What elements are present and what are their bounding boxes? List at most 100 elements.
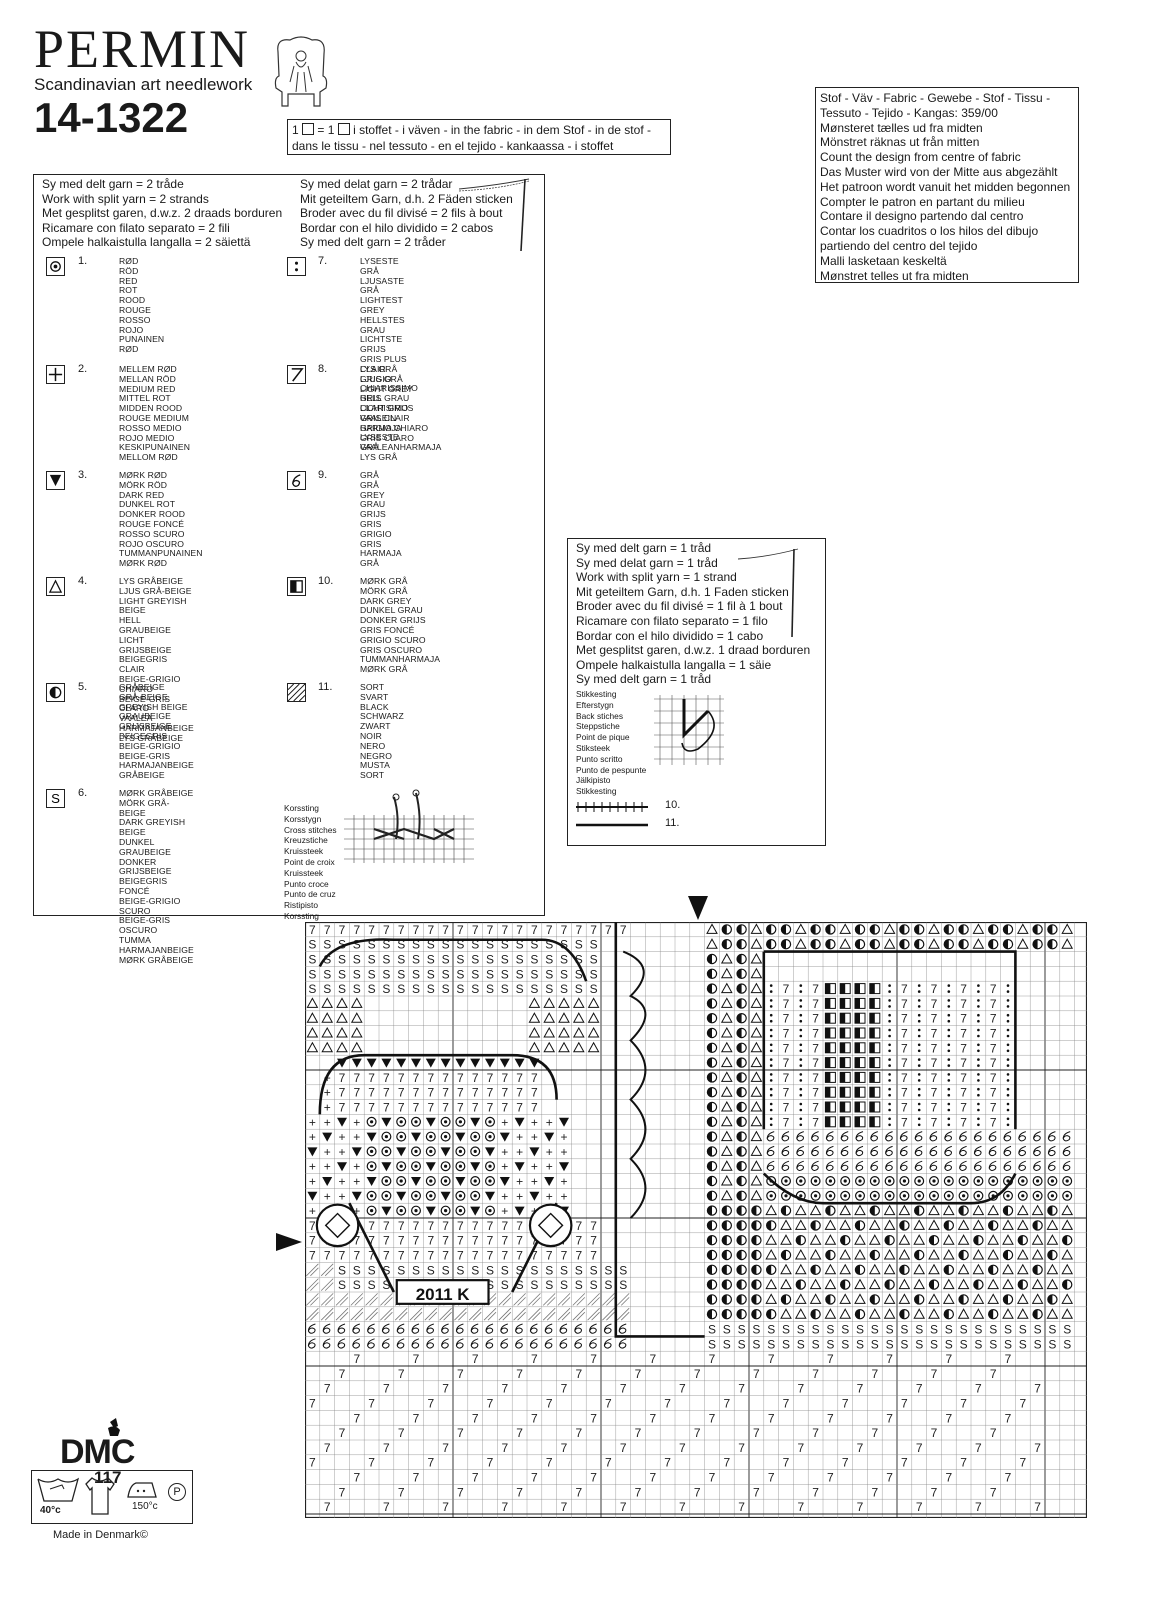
stitch-symbol — [794, 923, 807, 934]
stitch-symbol: 7 — [753, 1367, 760, 1381]
stitch-symbol — [987, 1204, 1000, 1216]
stitch-symbol — [1061, 1248, 1074, 1260]
stitch-symbol — [976, 1194, 981, 1198]
stitch-symbol: 7 — [886, 1411, 893, 1425]
stitch-symbol — [485, 1116, 496, 1127]
stitch-symbol: 7 — [990, 1485, 997, 1499]
stitch-symbol: S — [560, 982, 568, 996]
stitch-symbol — [917, 1079, 921, 1082]
stitch-symbol: 7 — [990, 1012, 997, 1026]
stitch-symbol — [825, 939, 831, 949]
stitch-symbol — [947, 1013, 951, 1017]
stitch-symbol — [766, 1160, 775, 1171]
stitch-symbol — [973, 1131, 982, 1142]
stitch-symbol: S — [412, 982, 420, 996]
stitch-symbol: 7 — [931, 997, 938, 1011]
stitch-symbol — [310, 1311, 319, 1321]
stitch-symbol — [473, 1149, 477, 1153]
stitch-symbol — [947, 984, 951, 987]
stitch-symbol: 7 — [413, 1471, 420, 1485]
stitch-symbol — [780, 1263, 792, 1275]
line-10-label: 10. — [665, 799, 681, 811]
stitch-symbol — [1006, 1123, 1010, 1127]
stitch-symbol — [840, 1042, 846, 1053]
stitch-symbol: 7 — [309, 923, 316, 937]
stitch-symbol: + — [560, 1189, 567, 1203]
stitch-symbol — [458, 1194, 462, 1198]
stitch-symbol — [1021, 1194, 1025, 1198]
stitch-symbol: 7 — [990, 1115, 997, 1129]
stitch-symbol — [769, 1034, 773, 1038]
stitch-symbol: 7 — [1005, 1411, 1012, 1425]
stitch-symbol: S — [516, 938, 524, 952]
stitch-symbol — [917, 1123, 921, 1127]
stitch-symbol — [973, 1176, 984, 1187]
stitch-symbol: S — [530, 982, 538, 996]
stitch-symbol — [707, 1191, 712, 1201]
legend-number: 4. — [78, 575, 88, 587]
stitch-symbol — [1003, 1206, 1008, 1216]
stitch-symbol — [544, 1132, 555, 1142]
stitch-symbol: S — [368, 1278, 376, 1292]
stitch-symbol — [769, 1079, 773, 1082]
stitch-symbol — [977, 990, 980, 993]
stitch-symbol — [455, 1058, 466, 1068]
stitch-symbol: 7 — [531, 1249, 538, 1263]
stitch-symbol — [707, 1043, 712, 1053]
stitch-symbol — [337, 1323, 346, 1334]
stitch-symbol — [855, 939, 860, 949]
stitch-symbol: 7 — [901, 1041, 908, 1055]
stitch-symbol: 7 — [339, 1071, 346, 1085]
stitch-symbol — [410, 1146, 421, 1157]
stitch-symbol — [854, 1234, 866, 1245]
stitch-symbol — [929, 1160, 938, 1171]
stitch-symbol: 7 — [960, 1086, 967, 1100]
stitch-symbol — [947, 1019, 951, 1023]
stitch-symbol — [899, 1220, 905, 1230]
stitch-symbol — [587, 1041, 600, 1053]
stitch-symbol — [706, 1190, 718, 1201]
half-square-icon — [287, 577, 306, 596]
stitch-symbol — [366, 1116, 377, 1127]
stitch-symbol: + — [501, 1189, 508, 1203]
stitch-symbol — [1033, 1131, 1041, 1142]
stitch-symbol: S — [501, 938, 509, 952]
stitch-symbol: 7 — [812, 1071, 819, 1085]
stitch-symbol — [322, 1177, 333, 1186]
stitch-symbol — [873, 1194, 877, 1198]
stitch-symbol: S — [382, 1263, 390, 1277]
stitch-symbol — [769, 990, 773, 993]
stitch-symbol — [958, 1176, 969, 1187]
stitch-symbol — [517, 1311, 526, 1321]
stitch-symbol — [399, 1209, 403, 1213]
stitch-symbol: 7 — [516, 1219, 523, 1233]
stitch-symbol: 7 — [931, 1056, 938, 1070]
stitch-symbol — [707, 1294, 712, 1304]
stitch-symbol — [899, 1264, 910, 1275]
stitch-symbol: 7 — [442, 1086, 449, 1100]
stitch-symbol — [794, 1204, 807, 1216]
stitch-symbol — [750, 1160, 763, 1171]
stitch-symbol: S — [812, 1337, 820, 1351]
stitch-symbol: S — [427, 967, 435, 981]
stitch-symbol — [381, 1176, 392, 1187]
stitch-symbol: 7 — [516, 1249, 523, 1263]
stitch-symbol — [335, 1307, 349, 1321]
stitch-symbol — [426, 1338, 434, 1349]
stitch-symbol — [470, 1176, 481, 1187]
stitch-symbol — [854, 1190, 865, 1201]
stitch-symbol: S — [767, 1337, 775, 1351]
stitch-symbol: S — [575, 1278, 583, 1292]
legend-number: 5. — [78, 681, 88, 693]
stitch-symbol — [470, 1338, 479, 1349]
stitch-symbol — [381, 1058, 392, 1068]
stitch-symbol: 7 — [664, 1456, 671, 1470]
stitch-symbol — [794, 938, 807, 949]
stitch-symbol — [351, 1147, 362, 1157]
stitch-symbol — [366, 1058, 377, 1068]
stitch-symbol — [425, 1176, 436, 1187]
stitch-symbol — [485, 1191, 495, 1201]
stitch-symbol — [888, 1108, 891, 1112]
stitch-symbol: 7 — [783, 1397, 790, 1411]
